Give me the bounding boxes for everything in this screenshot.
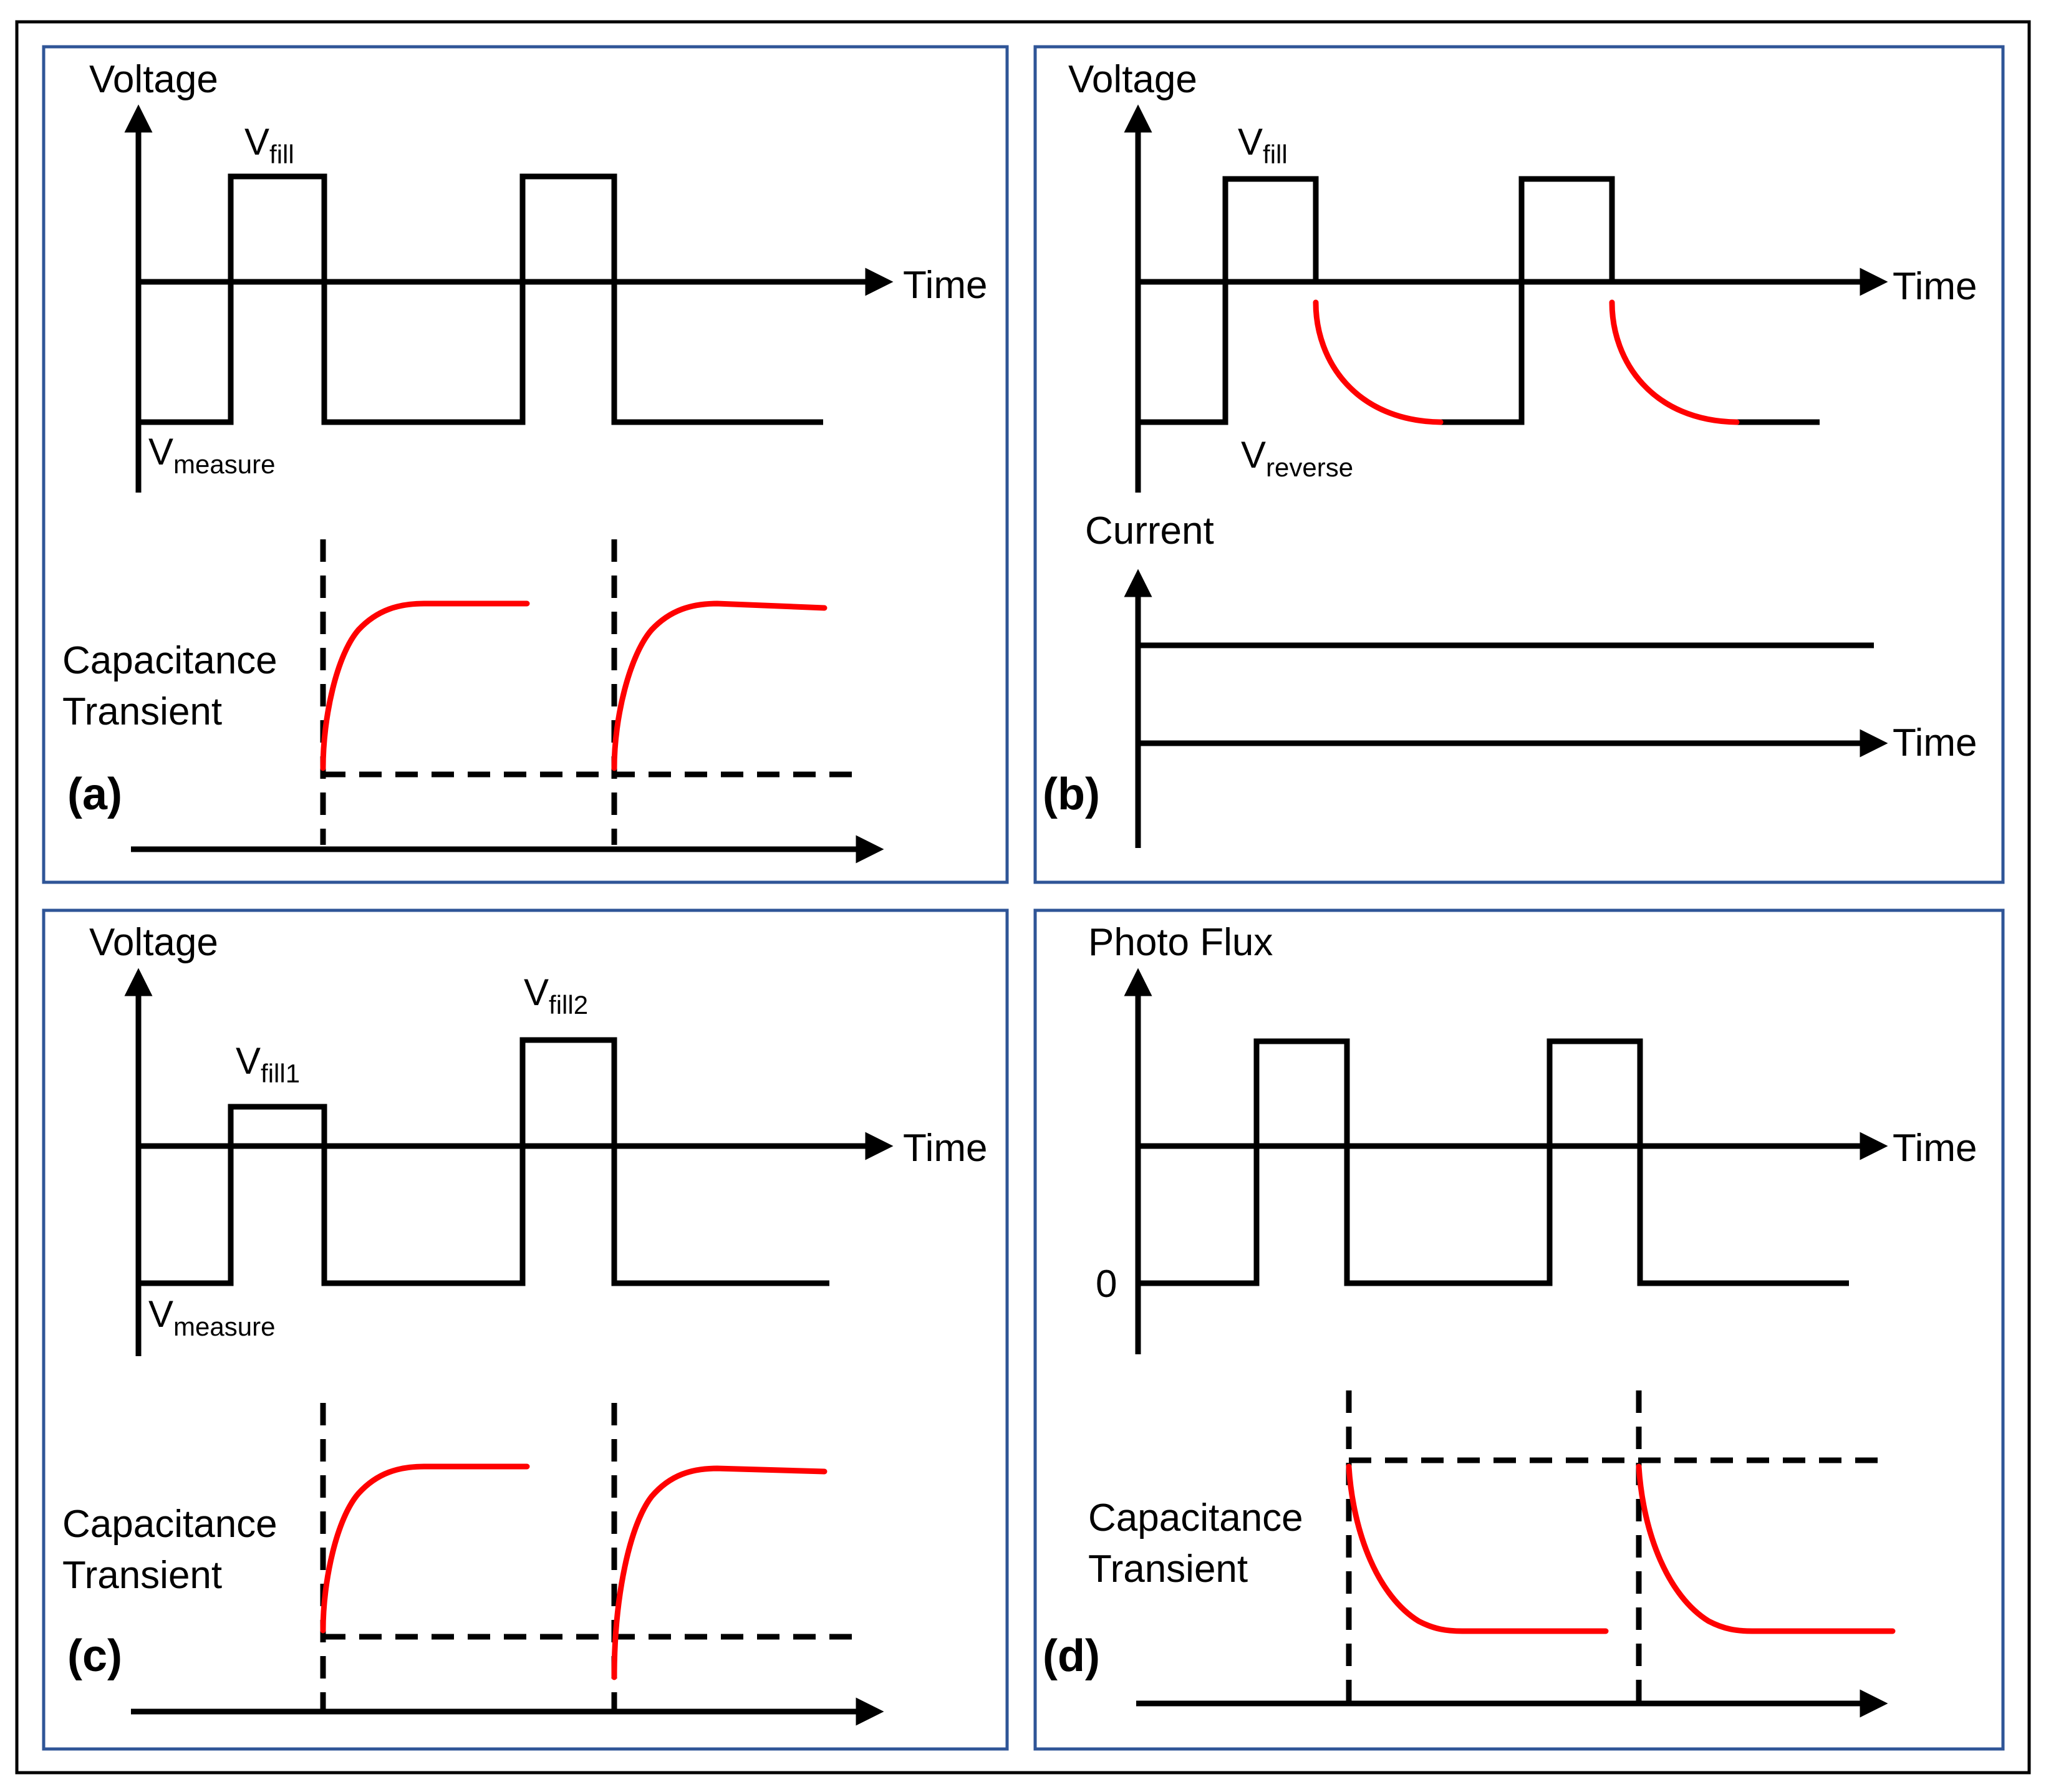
capacitance-transient-1 [320, 1463, 530, 1634]
voltage-axis-label: Voltage [89, 58, 218, 101]
capacitance-label-line-1: Capacitance [62, 639, 277, 682]
voltage-pulse-1 [1138, 176, 1319, 425]
capacitance-transient-1 [320, 600, 530, 771]
panel-c: Voltage Time Vfill1 Vfill2 Vmeasure Capa… [42, 908, 1009, 1751]
current-time-label: Time [1893, 721, 1977, 764]
panel-d-frame [1033, 908, 2005, 1751]
capacitance-label-line-2: Transient [1088, 1548, 1248, 1591]
v-reverse-label: Vreverse [1241, 434, 1353, 482]
panel-a-frame [42, 45, 1009, 884]
voltage-pulse-2 [1440, 176, 1615, 425]
panel-b-frame [1033, 45, 2005, 884]
time-axis-label: Time [1893, 265, 1977, 308]
current-axis-label: Current [1085, 509, 1214, 552]
capacitance-label-line-2: Transient [62, 1554, 222, 1597]
reverse-decay-2 [1609, 299, 1740, 425]
panel-d-tag: (d) [1043, 1631, 1100, 1681]
panel-a-tag: (a) [67, 769, 122, 819]
capacitance-transient-2 [611, 600, 828, 771]
outer-frame [15, 20, 2031, 1775]
capacitance-label-line-1: Capacitance [62, 1503, 277, 1546]
photo-flux-axis-label: Photo Flux [1088, 921, 1273, 964]
time-axis-label: Time [903, 1127, 987, 1170]
zero-level-label: 0 [1096, 1263, 1117, 1306]
time-axis-label: Time [1893, 1127, 1977, 1170]
voltage-axis-label: Voltage [1068, 58, 1197, 101]
v-measure-label: Vmeasure [148, 431, 275, 479]
v-fill1-label: Vfill1 [236, 1040, 300, 1088]
photo-flux-pulse-train [1138, 1038, 1849, 1286]
v-fill2-label: Vfill2 [524, 971, 588, 1019]
capacitance-label-line-2: Transient [62, 690, 222, 733]
v-fill-label: Vfill [244, 121, 294, 169]
panel-a: Voltage Time Vfill Vmeasure Capacitance … [42, 45, 1009, 884]
reverse-decay-1 [1313, 299, 1444, 425]
capacitance-label-line-1: Capacitance [1088, 1496, 1303, 1539]
capacitance-transient-2 [1636, 1463, 1896, 1634]
capacitance-transient-2 [611, 1465, 828, 1680]
panel-c-frame [42, 908, 1009, 1751]
capacitance-transient-1 [1346, 1463, 1609, 1634]
voltage-pulse-train [138, 1037, 829, 1286]
panel-b-tag: (b) [1043, 769, 1100, 819]
panel-d: Photo Flux Time 0 Capacitance Transient … [1033, 908, 2005, 1751]
voltage-pulse-train [138, 173, 823, 425]
voltage-axis-label: Voltage [89, 921, 218, 964]
panel-c-tag: (c) [67, 1631, 122, 1681]
panel-b: Voltage Time Vfill Vreverse Current Time… [1033, 45, 2005, 884]
time-axis-label: Time [903, 264, 987, 307]
v-measure-label: Vmeasure [148, 1293, 275, 1341]
v-fill-label: Vfill [1238, 121, 1288, 169]
